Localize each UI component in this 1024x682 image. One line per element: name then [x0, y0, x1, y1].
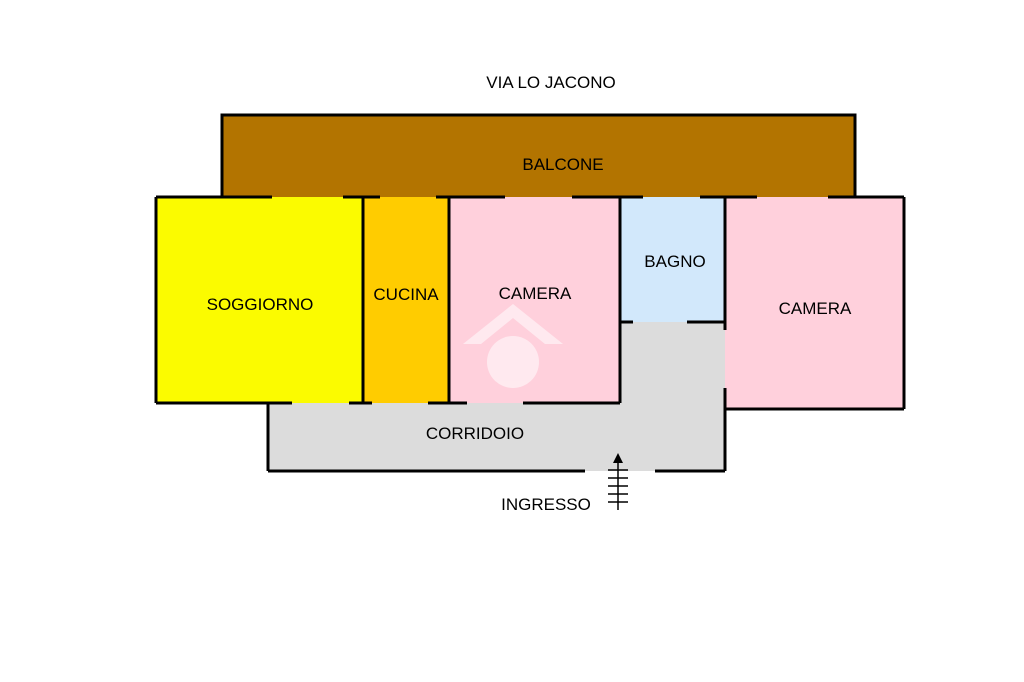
bagno-label: BAGNO — [644, 252, 705, 271]
soggiorno-label: SOGGIORNO — [207, 295, 314, 314]
camera-2-area — [725, 197, 904, 409]
street-label: VIA LO JACONO — [486, 73, 615, 92]
entrance-label: INGRESSO — [501, 495, 591, 514]
cucina-area — [363, 197, 449, 403]
balcone-area — [222, 115, 855, 197]
walls — [154, 113, 906, 473]
soggiorno-area — [156, 197, 363, 403]
bagno-area — [620, 197, 725, 322]
corridoio-label: CORRIDOIO — [426, 424, 524, 443]
camera-1-label: CAMERA — [499, 284, 572, 303]
cucina-label: CUCINA — [373, 285, 439, 304]
corridoio-area-upper — [620, 322, 725, 412]
balcone-label: BALCONE — [522, 155, 603, 174]
camera-2-label: CAMERA — [779, 299, 852, 318]
entrance-arrow-icon — [608, 453, 628, 510]
corridoio-area — [268, 403, 725, 471]
watermark-logo — [463, 304, 563, 388]
